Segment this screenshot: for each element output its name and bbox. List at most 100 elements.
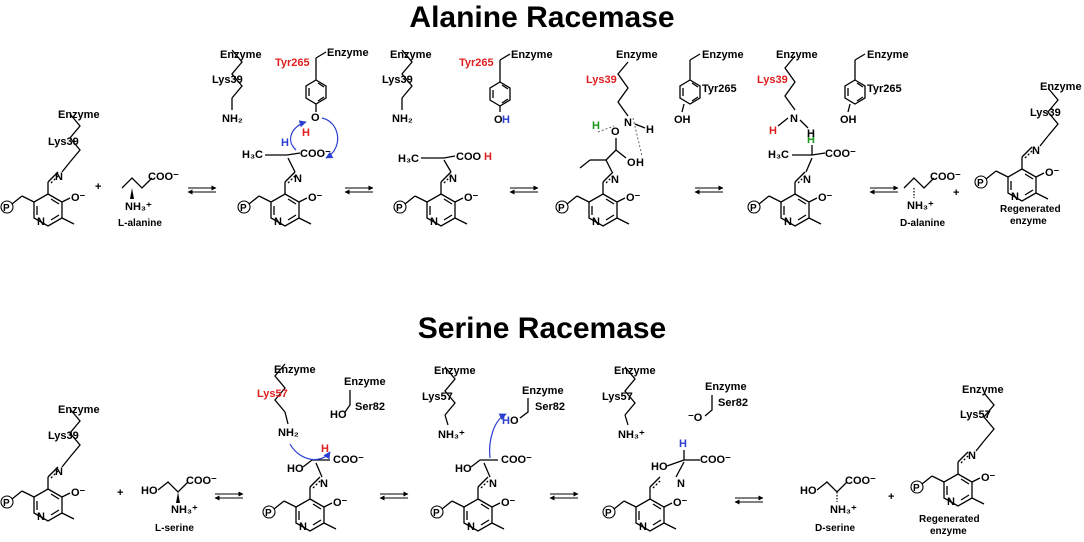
ring-n: N bbox=[37, 511, 45, 523]
equilibrium-arrow bbox=[510, 188, 538, 192]
plus-sign: + bbox=[95, 181, 101, 193]
equilibrium-arrow bbox=[695, 188, 723, 192]
plus-sign: + bbox=[888, 491, 894, 503]
carbonyl-o: O bbox=[611, 126, 620, 138]
equilibrium-arrow bbox=[345, 188, 373, 192]
imine-n: N bbox=[55, 171, 63, 183]
plus-sign: + bbox=[117, 487, 123, 499]
ring-n: N bbox=[430, 216, 438, 228]
enzyme-label: Enzyme bbox=[434, 365, 476, 377]
tyr-oxygen: O bbox=[311, 112, 320, 124]
substrate-name: L-serine bbox=[155, 523, 194, 534]
tyr265-label: Tyr265 bbox=[459, 57, 494, 69]
ala-external-aldimine-1: N P O⁻ N H₃C COO⁻ H NH₂ Lys39 Enzyme Tyr… bbox=[212, 47, 369, 228]
imine-n: N bbox=[449, 173, 457, 185]
equilibrium-arrow bbox=[188, 188, 216, 192]
phosphate-label: P bbox=[750, 203, 757, 214]
ammonium: NH₃⁺ bbox=[907, 200, 934, 212]
phosphate-label: P bbox=[265, 508, 272, 519]
lys-n: N bbox=[790, 113, 798, 125]
tyr-hydroxyl-h: H bbox=[302, 127, 310, 139]
ser82-label: Ser82 bbox=[535, 401, 565, 413]
phenoxide-o: O⁻ bbox=[308, 192, 323, 204]
lys57-label: Lys57 bbox=[422, 391, 453, 403]
enzyme-label: Enzyme bbox=[220, 49, 262, 61]
serine-hydroxyl: HO bbox=[287, 463, 304, 475]
phosphate-label: P bbox=[913, 483, 920, 494]
methyl: H₃C bbox=[398, 153, 419, 165]
carboxyl: COO bbox=[456, 151, 482, 163]
ser-o: O bbox=[510, 415, 519, 427]
title-alanine-racemase: Alanine Racemase bbox=[409, 1, 674, 34]
imine-n: N bbox=[1032, 145, 1040, 157]
enzyme-label: Enzyme bbox=[776, 49, 818, 61]
ser-internal-aldimine: N P O⁻ N Lys39 Enzyme bbox=[0, 404, 100, 523]
tyr265-label: Tyr265 bbox=[702, 83, 737, 95]
ring-n: N bbox=[37, 216, 45, 228]
regen-name-2: enzyme bbox=[1010, 216, 1047, 227]
enzyme-label-2: Enzyme bbox=[702, 49, 744, 61]
phosphate-label: P bbox=[977, 178, 984, 189]
lys-amine: NH₂ bbox=[392, 113, 413, 125]
serine-hydroxyl: HO bbox=[455, 463, 472, 475]
phenoxide-o: O⁻ bbox=[333, 497, 348, 509]
imine-n: N bbox=[968, 450, 976, 462]
ser-external-aldimine-1: N P O⁻ N HO COO⁻ H NH₂ Lys57 Enzyme Enzy… bbox=[257, 363, 386, 533]
plus-sign: + bbox=[953, 187, 959, 199]
lys39-label: Lys39 bbox=[586, 74, 617, 86]
lys57-label: Lys57 bbox=[602, 391, 633, 403]
ala-regenerated-enzyme: N P O⁻ N Lys39 Enzyme Regenerated enzyme bbox=[974, 81, 1082, 227]
lys-ammonium: NH₃⁺ bbox=[438, 429, 465, 441]
enzyme-label: Enzyme bbox=[390, 49, 432, 61]
ring-n: N bbox=[592, 216, 600, 228]
ring-n: N bbox=[784, 216, 792, 228]
l-serine: HO COO⁻ NH₃⁺ L-serine bbox=[141, 475, 217, 534]
transferred-h: H bbox=[592, 120, 600, 132]
phosphate-label: P bbox=[396, 203, 403, 214]
ser-carbanion: N P O⁻ N HO COO⁻ NH₃⁺ Lys57 Enzyme Enzym… bbox=[422, 365, 565, 533]
phosphate-label: P bbox=[558, 203, 565, 214]
lys-n-h: H bbox=[807, 128, 815, 140]
phenoxide-o: O⁻ bbox=[626, 192, 641, 204]
carboxylate: COO⁻ bbox=[825, 148, 856, 160]
methyl: H₃C bbox=[768, 149, 789, 161]
tyr265-label: Tyr265 bbox=[867, 83, 902, 95]
ring-n: N bbox=[299, 521, 307, 533]
carboxylate: COO⁻ bbox=[186, 475, 217, 487]
enzyme-label: Enzyme bbox=[614, 365, 656, 377]
enzyme-label-2: Enzyme bbox=[327, 47, 369, 59]
alpha-h-new: H bbox=[807, 134, 815, 146]
ala-protonation-step: N P O⁻ N O O H H N H Lys39 Enzyme Enzyme… bbox=[555, 49, 744, 228]
equilibrium-arrow bbox=[215, 494, 243, 498]
phenoxide-o: O⁻ bbox=[981, 472, 996, 484]
hydroxyl: HO bbox=[800, 485, 817, 497]
enzyme-label: Enzyme bbox=[274, 364, 316, 376]
alpha-h-new: H bbox=[679, 438, 687, 450]
imine-n: N bbox=[489, 478, 497, 490]
imine-n: N bbox=[294, 173, 302, 185]
tyr-oh: OH bbox=[674, 114, 691, 126]
product-name: D-serine bbox=[815, 523, 855, 534]
carboxylate: COO⁻ bbox=[333, 454, 364, 466]
regen-name-1: Regenerated bbox=[1000, 204, 1061, 215]
phenoxide-o: O⁻ bbox=[673, 497, 688, 509]
enzyme-label: Enzyme bbox=[58, 404, 100, 416]
enzyme-label-2: Enzyme bbox=[705, 381, 747, 393]
lys-ammonium: NH₃⁺ bbox=[618, 429, 645, 441]
ala-internal-aldimine: N P O⁻ N Lys39 Enzyme bbox=[0, 109, 100, 228]
enzyme-label-2: Enzyme bbox=[867, 49, 909, 61]
ser82-label: Ser82 bbox=[718, 397, 748, 409]
carboxylate: COO⁻ bbox=[501, 454, 532, 466]
carboxyl-h: H bbox=[484, 151, 492, 163]
phosphate-label: P bbox=[3, 203, 10, 214]
ser-external-aldimine-2: N P O⁻ N HO COO⁻ H NH₃⁺ Lys57 Enzyme Enz… bbox=[602, 365, 748, 533]
ammonium: NH₃⁺ bbox=[830, 504, 857, 516]
phosphate-label: P bbox=[605, 508, 612, 519]
enzyme-label-2: Enzyme bbox=[344, 376, 386, 388]
phosphate-label: P bbox=[3, 498, 10, 509]
hydroxyl-h: H bbox=[636, 157, 644, 169]
alpha-h: H bbox=[281, 137, 289, 149]
ring-n: N bbox=[1011, 191, 1019, 203]
enzyme-label: Enzyme bbox=[1040, 81, 1082, 93]
